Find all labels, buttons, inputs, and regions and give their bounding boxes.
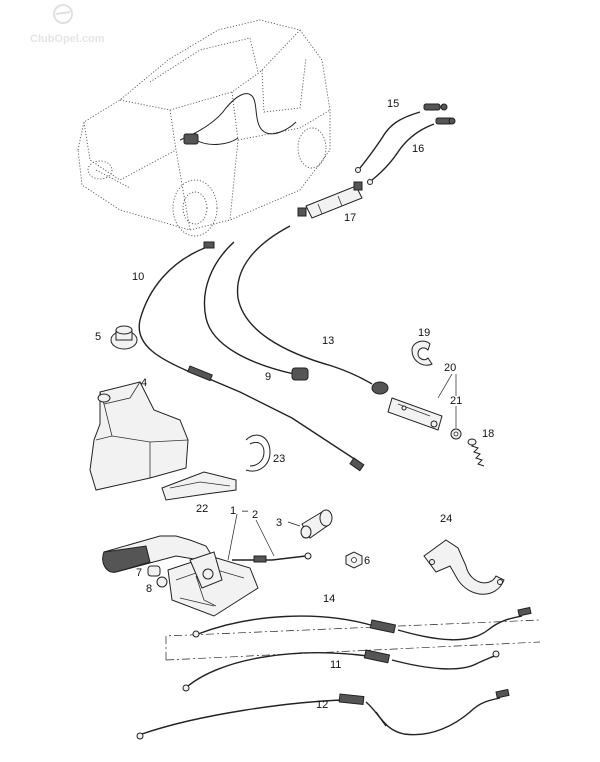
part-23-retainer[interactable]	[245, 434, 271, 472]
part-labels: 15 16 17 10 5 13 19 20 9 4 21 18 23 22 1…	[95, 98, 494, 711]
part-6-nut[interactable]	[345, 551, 363, 569]
label-5: 5	[95, 331, 101, 343]
part-17-tube[interactable]	[297, 181, 363, 219]
label-9: 9	[265, 371, 271, 383]
label-20: 20	[444, 362, 456, 374]
part-13-cable[interactable]	[236, 225, 389, 395]
label-10: 10	[132, 271, 144, 283]
part-3-grommet[interactable]	[300, 509, 333, 539]
label-13: 13	[322, 335, 334, 347]
part-19-clip[interactable]	[411, 340, 433, 366]
label-18: 18	[482, 428, 494, 440]
part-5-grommet[interactable]	[110, 325, 138, 350]
label-12: 12	[316, 699, 328, 711]
part-11-cable[interactable]	[182, 649, 500, 692]
label-19: 19	[418, 327, 430, 339]
part-18-spring[interactable]	[467, 438, 485, 467]
label-21: 21	[450, 395, 462, 407]
part-10-cable[interactable]	[138, 241, 365, 472]
label-11: 11	[330, 659, 341, 671]
part-24-bracket[interactable]	[423, 539, 505, 595]
watermark-text: ClubOpel.com	[30, 33, 105, 45]
label-3: 3	[276, 517, 282, 529]
part-1-2-handbrake-lever[interactable]	[102, 535, 312, 617]
label-dash: –	[242, 505, 249, 517]
label-6: 6	[364, 555, 370, 567]
label-4: 4	[141, 377, 147, 389]
label-14: 14	[323, 593, 335, 605]
part-15-16-cables[interactable]	[355, 103, 456, 185]
label-1: 1	[230, 505, 236, 517]
label-17: 17	[344, 212, 356, 224]
watermark-logo: ClubOpel.com	[30, 4, 105, 45]
part-12-cable[interactable]	[136, 688, 510, 740]
part-14-cable[interactable]	[192, 606, 532, 641]
car-illustration	[77, 19, 331, 237]
label-2: 2	[252, 509, 258, 521]
label-23: 23	[273, 453, 285, 465]
label-24: 24	[440, 513, 452, 525]
part-8-bushing[interactable]	[156, 576, 168, 588]
label-15: 15	[387, 98, 399, 110]
part-22-pad[interactable]	[161, 471, 237, 501]
leader-lines	[227, 373, 457, 561]
part-20-bracket[interactable]	[387, 397, 443, 431]
label-8: 8	[146, 583, 152, 595]
part-9-cable[interactable]	[203, 241, 309, 381]
part-7-cap[interactable]	[147, 565, 161, 577]
label-16: 16	[412, 143, 424, 155]
label-7: 7	[136, 567, 142, 579]
part-21-washer[interactable]	[450, 428, 462, 440]
part-4-boot[interactable]	[89, 381, 189, 491]
label-22: 22	[196, 503, 208, 515]
